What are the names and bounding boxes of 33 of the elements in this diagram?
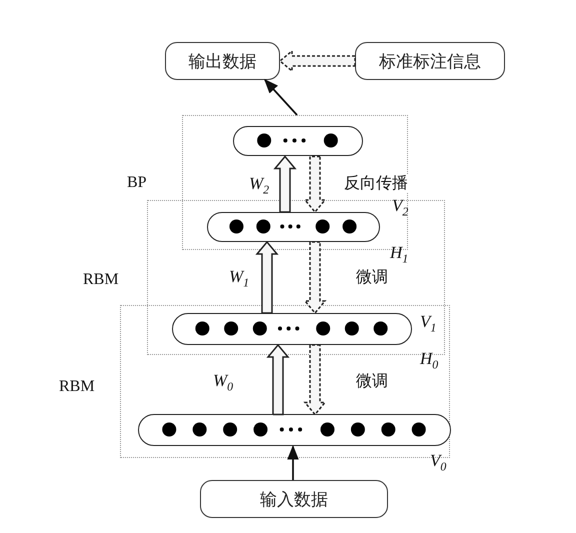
block-arrow: [273, 155, 297, 213]
layer-label: V$_{2}$: [392, 197, 408, 218]
box-label: 输入数据: [260, 488, 328, 510]
box-label: 输出数据: [188, 50, 256, 72]
block-arrow: [266, 344, 290, 416]
block-arrow: [303, 241, 327, 314]
layer-label: V$_{0}$: [430, 452, 446, 474]
group-label: RBM: [59, 378, 95, 396]
group-label: BP: [127, 174, 147, 192]
neuron-layer: [233, 126, 363, 156]
arrow: [264, 78, 298, 116]
edge-label: W$_{2}$: [248, 175, 270, 196]
layer-label: V$_{1}$: [420, 313, 436, 334]
layer-label: H$_{1}$: [390, 244, 408, 266]
block-arrow: [303, 344, 327, 416]
edge-label: 微调: [355, 372, 389, 390]
layer-label: H$_{0}$: [420, 350, 438, 372]
edge-label: 反向传播: [343, 174, 409, 192]
neuron-layer: [207, 212, 380, 242]
neuron-layer: [172, 313, 412, 345]
box-label: 标准标注信息: [379, 50, 481, 72]
edge-label: 微调: [355, 268, 389, 286]
block-arrow: [278, 49, 356, 73]
process-box: [355, 42, 505, 80]
group-label: RBM: [83, 271, 119, 289]
neuron-layer: [138, 414, 451, 446]
process-box: [200, 480, 388, 518]
block-arrow: [255, 240, 279, 314]
arrow: [287, 445, 299, 480]
process-box: [165, 42, 280, 80]
edge-label: W$_{1}$: [228, 268, 250, 290]
block-arrow: [303, 156, 327, 214]
edge-label: W$_{0}$: [212, 372, 234, 394]
